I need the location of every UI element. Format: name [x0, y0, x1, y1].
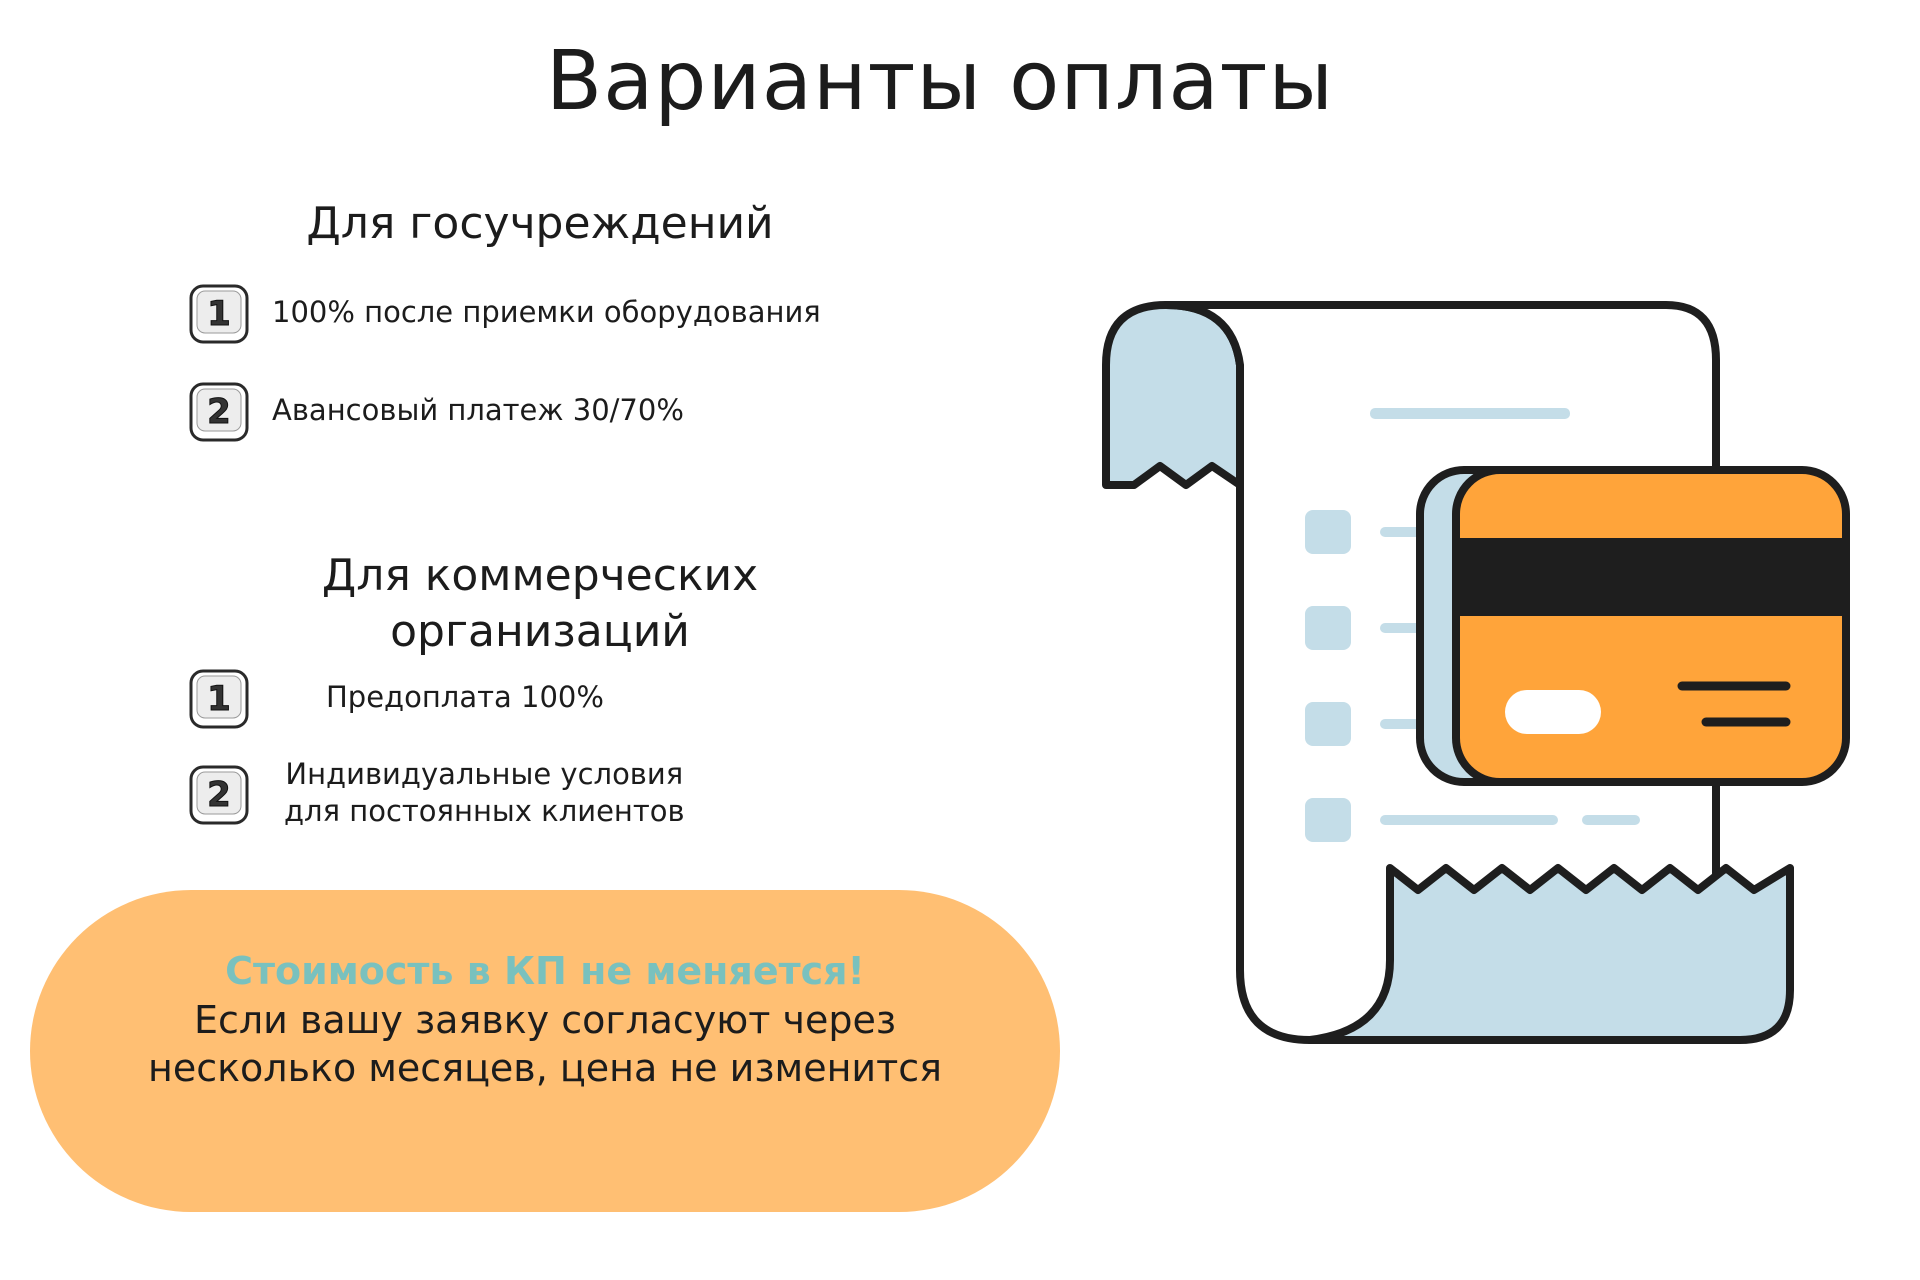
receipt-with-credit-card-icon: [1102, 301, 1850, 1044]
number-label: 2: [207, 392, 231, 432]
price-guarantee-banner: Стоимость в КП не меняется! Если вашу за…: [30, 890, 1060, 1212]
banner-body-line-1: Если вашу заявку согласуют через: [193, 998, 897, 1042]
government-item-2-text: Авансовый платеж 30/70%: [272, 393, 684, 427]
number-label: 2: [207, 775, 231, 815]
banner-body-line-2: несколько месяцев, цена не изменится: [147, 1046, 942, 1090]
number-label: 1: [207, 679, 231, 719]
keycap-number-icon: 2: [189, 765, 249, 825]
commercial-item-2-text: Индивидуальные условия для постоянных кл…: [284, 756, 685, 830]
keycap-number-icon: 2: [189, 382, 249, 442]
commercial-item-2-line-2: для постоянных клиентов: [284, 794, 685, 828]
banner-headline: Стоимость в КП не меняется!: [225, 949, 865, 993]
keycap-number-icon: 1: [189, 669, 249, 729]
page-title: Варианты оплаты: [545, 34, 1335, 129]
government-item-1-text: 100% после приемки оборудования: [272, 295, 821, 329]
commercial-heading-line-1: Для коммерческих: [321, 550, 759, 601]
government-heading: Для госучреждений: [306, 198, 774, 249]
commercial-heading: Для коммерческих организаций: [240, 548, 840, 660]
keycap-number-icon: 1: [189, 284, 249, 344]
commercial-item-1-text: Предоплата 100%: [326, 680, 604, 714]
number-label: 1: [207, 294, 231, 334]
commercial-heading-line-2: организаций: [390, 606, 690, 657]
commercial-item-2-line-1: Индивидуальные условия: [285, 757, 684, 791]
